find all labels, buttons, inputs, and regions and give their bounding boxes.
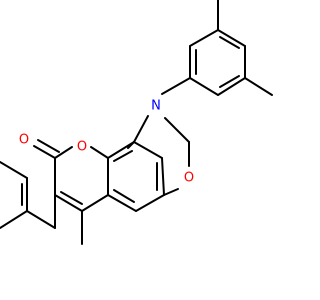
carbonyl-oxygen-atom-label: O — [19, 133, 29, 148]
carbonyl-bond — [33, 139, 60, 159]
benzyl-phenyl-ring — [0, 161, 28, 229]
dimethylphenyl-ring — [189, 29, 246, 96]
nitrogen-atom-label: N — [151, 99, 161, 114]
aryl-nitrogen-bond — [161, 77, 191, 95]
methyl-groups-aryl — [217, 0, 273, 96]
benzyl-linker — [26, 194, 56, 229]
ring-oxygen-atom-label: O — [77, 140, 87, 155]
oxazine-oxygen-atom-label: O — [184, 171, 194, 186]
molecule-canvas: N O O O — [0, 0, 273, 245]
coumarin-benzene-ring — [107, 141, 165, 212]
molecule-structure: N O O O — [0, 0, 273, 245]
pyranone-ring — [54, 146, 109, 212]
